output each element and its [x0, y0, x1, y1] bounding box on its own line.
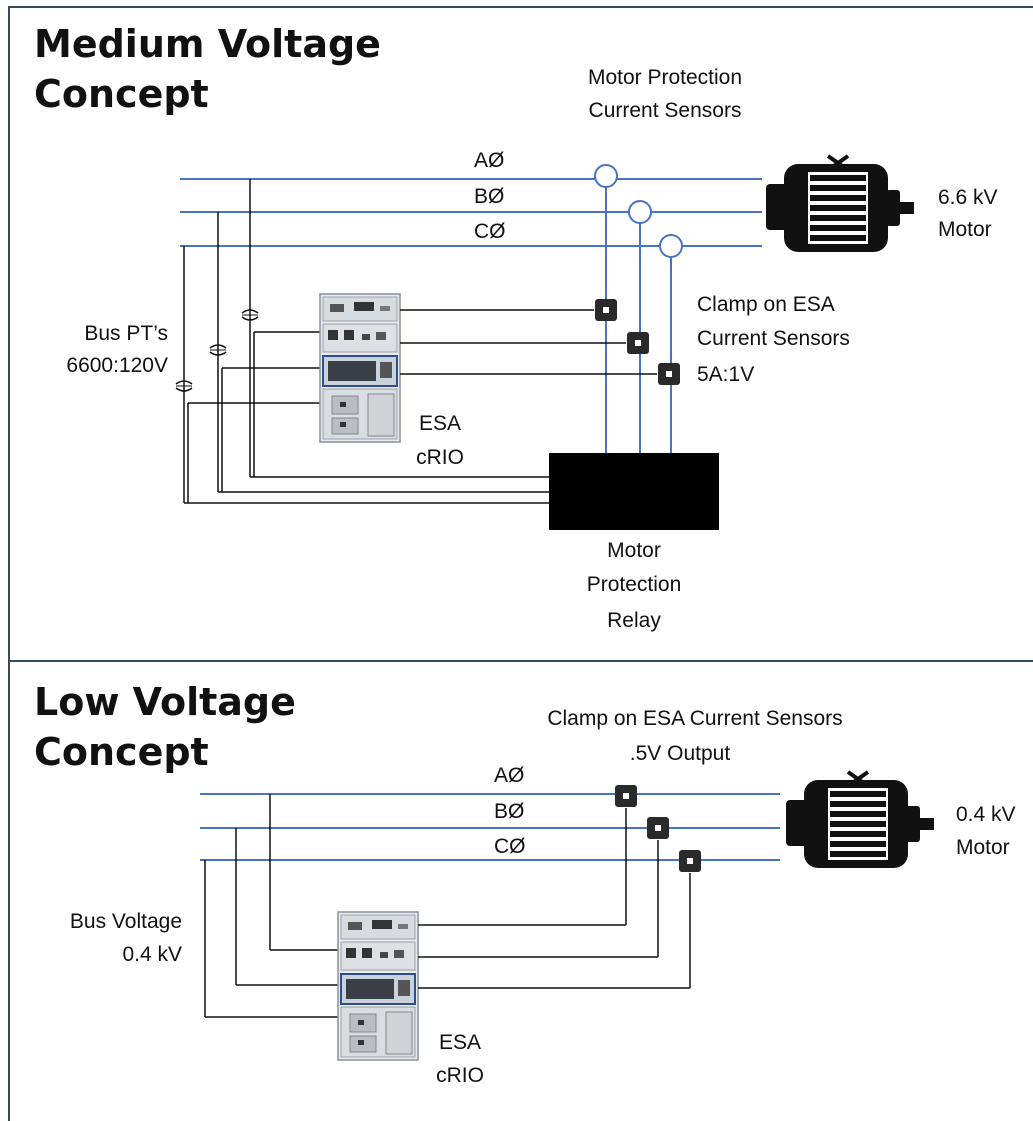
mv-ct-c-icon	[659, 234, 683, 258]
mv-ct-b-icon	[628, 200, 652, 224]
mv-pt-label-line1: Bus PT’s	[84, 322, 168, 345]
lv-motor-icon	[784, 770, 936, 870]
mv-title-line1: Medium Voltage	[34, 22, 381, 66]
lv-esa-label-line2: cRIO	[436, 1064, 484, 1087]
motor-protection-relay	[549, 453, 719, 530]
lv-motor-label-line2: Motor	[956, 836, 1010, 859]
mv-relay-label-line1: Motor	[607, 539, 661, 562]
mv-clamp-b-icon	[627, 332, 649, 354]
mv-clamp-label-line3: 5A:1V	[697, 363, 755, 386]
mv-phase-c-label: CØ	[474, 220, 506, 243]
mv-phase-b-label: BØ	[474, 185, 505, 208]
lv-phase-b-label: BØ	[494, 800, 525, 823]
mv-phase-a-label: AØ	[474, 149, 505, 172]
lv-bus-label-line1: Bus Voltage	[69, 910, 182, 933]
lv-motor-label-line1: 0.4 kV	[956, 803, 1016, 826]
lv-crio-device	[337, 911, 419, 1061]
mv-pt-label-line2: 6600:120V	[66, 354, 168, 377]
lv-clamp-a-icon	[615, 785, 637, 807]
mv-esa-label-line2: cRIO	[416, 446, 464, 469]
mv-sensors-label-line2: Current Sensors	[588, 99, 742, 122]
lv-phase-c-label: CØ	[494, 835, 526, 858]
lv-esa-label-line1: ESA	[438, 1031, 482, 1054]
lv-clamp-b-icon	[647, 817, 669, 839]
mv-clamp-c-icon	[658, 363, 680, 385]
mv-relay-label-line2: Protection	[586, 573, 682, 596]
mv-clamp-a-icon	[595, 299, 617, 321]
lv-phase-a-label: AØ	[494, 764, 525, 787]
lv-title-line2: Concept	[34, 730, 209, 774]
mv-motor-label-line2: Motor	[938, 218, 992, 241]
mv-motor-icon	[764, 154, 916, 254]
mv-ct-a-icon	[594, 164, 618, 188]
lv-clamp-c-icon	[679, 850, 701, 872]
lv-clamp-label-line2: .5V Output	[629, 742, 731, 765]
mv-sensors-label-line1: Motor Protection	[587, 66, 743, 89]
mv-title-line2: Concept	[34, 72, 209, 116]
lv-bus-label-line2: 0.4 kV	[122, 943, 182, 966]
mv-clamp-label-line1: Clamp on ESA	[697, 293, 835, 316]
mv-relay-label-line3: Relay	[607, 609, 661, 632]
lv-title-line1: Low Voltage	[34, 680, 296, 724]
lv-clamp-label-line1: Clamp on ESA Current Sensors	[547, 707, 843, 730]
low-voltage-panel	[8, 660, 1033, 1121]
mv-esa-label-line1: ESA	[418, 412, 462, 435]
mv-motor-label-line1: 6.6 kV	[938, 186, 998, 209]
medium-voltage-panel	[8, 6, 1033, 661]
mv-crio-device	[319, 293, 401, 443]
mv-clamp-label-line2: Current Sensors	[697, 327, 850, 350]
